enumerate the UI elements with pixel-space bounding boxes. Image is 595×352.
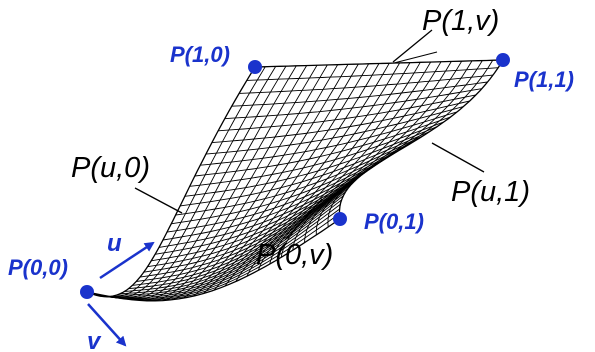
leader-line-p0v — [284, 198, 323, 241]
mesh-line-v — [269, 61, 442, 265]
label-p00: P(0,0) — [8, 255, 68, 280]
u-direction-arrow — [99, 241, 155, 280]
mesh-line-v — [114, 65, 287, 299]
leader-line-pu1 — [431, 142, 485, 173]
mesh-line-v — [143, 65, 318, 302]
mesh-line-v — [124, 65, 297, 300]
v-direction-arrow — [87, 303, 127, 347]
mesh-line-v — [235, 62, 411, 282]
corner-point-p01 — [333, 212, 347, 226]
mesh-line-v — [224, 62, 401, 287]
mesh-line-v — [213, 62, 390, 291]
corner-point-p11 — [496, 53, 510, 67]
mesh-line-u — [239, 74, 494, 94]
mesh-line-v — [96, 66, 266, 298]
mesh-line-v — [152, 64, 328, 302]
mesh-line-v — [133, 65, 308, 301]
label-pu1: P(u,1) — [451, 176, 530, 208]
corner-point-p00 — [80, 285, 94, 299]
label-p1v: P(1,v) — [422, 5, 499, 37]
mesh-line-v — [280, 61, 452, 258]
mesh-line-v — [192, 63, 370, 297]
label-pu0: P(u,0) — [71, 152, 150, 184]
surface-mesh — [86, 59, 504, 302]
leader-line-p1v — [392, 29, 433, 63]
mesh-line-u — [158, 150, 399, 248]
mesh-line-v — [182, 63, 359, 299]
label-p11: P(1,1) — [514, 67, 574, 92]
label-u: u — [107, 230, 122, 257]
label-p0v: P(0,v) — [256, 239, 333, 271]
label-p10: P(1,0) — [170, 42, 230, 67]
label-v: v — [87, 328, 102, 352]
mesh-line-v — [162, 64, 339, 302]
mesh-line-u — [184, 126, 438, 197]
mesh-line-v — [304, 60, 473, 243]
mesh-line-v — [86, 66, 256, 298]
mesh-line-v — [203, 63, 380, 294]
corner-point-p10 — [248, 60, 262, 74]
mesh-line-v — [257, 61, 432, 271]
mesh-line-v — [246, 62, 421, 277]
mesh-line-v — [172, 64, 349, 301]
mesh-line-v — [338, 59, 504, 220]
mesh-line-v — [105, 66, 277, 299]
leader-tick-p1v — [393, 51, 438, 64]
mesh-line-v — [292, 60, 463, 251]
mesh-line-u — [205, 106, 464, 155]
leader-line-pu0 — [134, 187, 183, 214]
label-p01: P(0,1) — [364, 209, 424, 234]
